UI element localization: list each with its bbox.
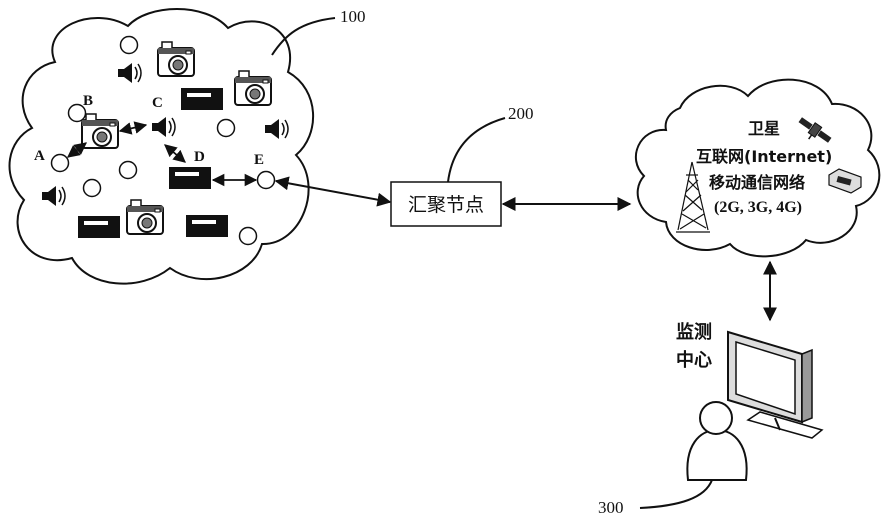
sensor-box-icon-node-d [169,167,211,189]
sensor-box-icon [78,216,120,238]
speaker-icon [265,119,288,139]
camera-icon [235,71,271,105]
satellite-icon [794,115,833,150]
monitor-center-label-line2: 中心 [676,349,712,371]
camera-icon-node-b [82,114,118,148]
network-generations-label: (2G, 3G, 4G) [714,199,802,216]
network-mobile-label: 移动通信网络 [709,173,805,192]
leader-line-300 [640,480,712,508]
camera-icon [127,200,163,234]
label-ref-100: 100 [340,7,366,26]
label-node-d: D [194,149,205,165]
sensor-node-icon-node-a [52,155,69,172]
link-c-d [165,145,185,162]
sensor-node-icon-node-e [258,172,275,189]
link-a-b [68,143,86,157]
network-cloud [636,80,879,257]
speaker-icon-node-c [152,117,175,137]
speaker-icon [118,63,141,83]
label-ref-200: 200 [508,104,534,123]
label-node-a: A [34,148,45,164]
monitor-icon [728,332,822,438]
monitor-center-label-line1: 监测 [676,321,712,343]
network-satellite-label: 卫星 [748,119,780,138]
router-icon [829,169,861,193]
camera-icon [158,42,194,76]
sensor-node-icon [218,120,235,137]
person-icon [687,402,746,480]
sensor-node-icon [84,180,101,197]
tower-icon [676,162,710,232]
label-node-b: B [83,93,93,109]
label-ref-300: 300 [598,498,624,517]
sink-node-label: 汇聚节点 [408,194,484,216]
link-e-sink [276,181,390,202]
sensor-node-icon [120,162,137,179]
leader-line-200 [448,118,505,182]
label-node-e: E [254,152,264,168]
label-node-c: C [152,95,163,111]
sensor-box-icon [181,88,223,110]
leader-line-100 [272,18,335,55]
sensor-node-icon [240,228,257,245]
speaker-icon [42,186,65,206]
link-b-c [120,125,146,131]
network-internet-label: 互联网(Internet) [696,147,832,166]
sensor-box-icon [186,215,228,237]
sensor-node-icon [121,37,138,54]
